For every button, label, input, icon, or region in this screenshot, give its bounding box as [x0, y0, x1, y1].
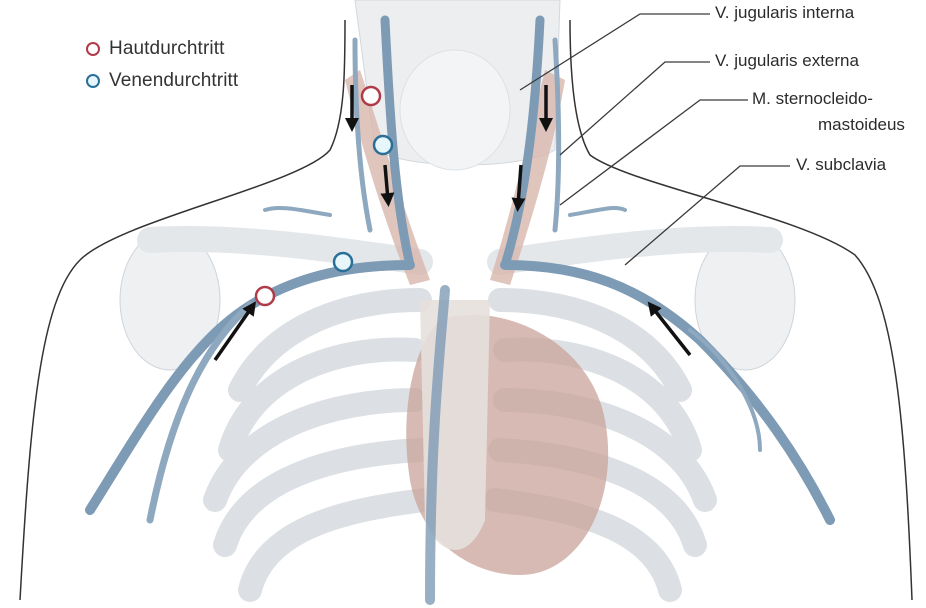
label-subclavia: V. subclavia — [796, 155, 886, 175]
legend-skin-icon — [86, 42, 100, 56]
legend-skin-label: Hautdurchtritt — [109, 38, 224, 60]
marker-vein-neck — [374, 136, 392, 154]
legend-skin: Hautdurchtritt — [86, 33, 238, 65]
marker-skin-sub — [256, 287, 274, 305]
marker-skin-neck — [362, 87, 380, 105]
vein-branch-left-neck — [265, 208, 330, 215]
legend-vein: Venendurchtritt — [86, 65, 238, 97]
label-sternocleido-2: mastoideus — [818, 115, 905, 135]
vein-branch-right-neck — [570, 208, 625, 215]
legend-vein-icon — [86, 74, 100, 88]
label-jugularis-interna: V. jugularis interna — [715, 3, 854, 23]
leader-jugular-externa — [560, 62, 710, 155]
legend-vein-label: Venendurchtritt — [109, 70, 238, 92]
legend: Hautdurchtritt Venendurchtritt — [86, 33, 238, 97]
marker-vein-sub — [334, 253, 352, 271]
label-jugularis-externa: V. jugularis externa — [715, 51, 859, 71]
larynx — [400, 50, 510, 170]
ribs-left — [215, 300, 425, 590]
label-sternocleido-1: M. sternocleido- — [752, 89, 873, 109]
